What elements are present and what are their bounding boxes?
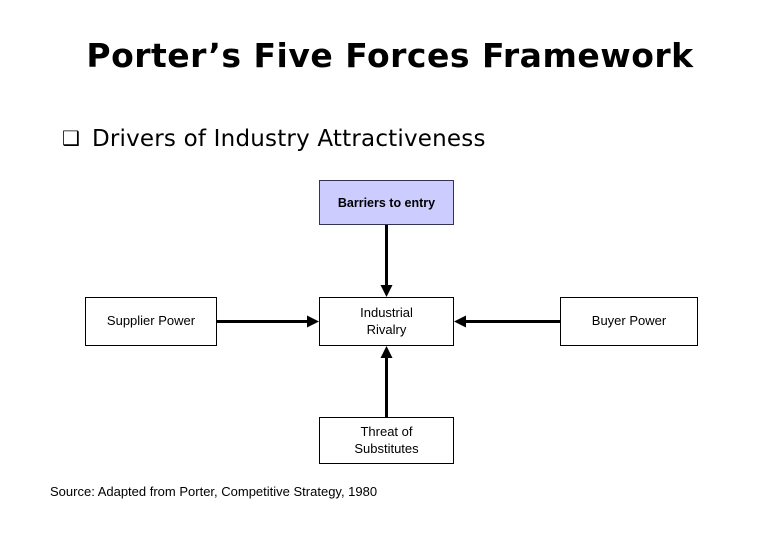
arrow-supplier-to-rivalry — [217, 315, 319, 328]
bullet-line: ❑ Drivers of Industry Attractiveness — [62, 126, 486, 152]
node-industrial-rivalry-line1: Industrial — [360, 304, 413, 320]
hollow-square-bullet-icon: ❑ — [62, 126, 80, 150]
page-title: Porter’s Five Forces Framework — [86, 36, 694, 75]
bullet-text: Drivers of Industry Attractiveness — [91, 126, 486, 152]
arrow-substitutes-to-rivalry — [380, 346, 393, 417]
source-note: Source: Adapted from Porter, Competitive… — [50, 484, 378, 499]
node-buyer-power[interactable]: Buyer Power — [560, 297, 698, 346]
node-buyer-power-label: Buyer Power — [591, 313, 667, 329]
node-threat-of-substitutes-label: Threat of Substitutes — [350, 424, 422, 457]
node-barriers-to-entry[interactable]: Barriers to entry — [319, 180, 454, 225]
node-industrial-rivalry[interactable]: Industrial Rivalry — [319, 297, 454, 346]
node-supplier-power-label: Supplier Power — [106, 313, 196, 329]
node-threat-of-substitutes[interactable]: Threat of Substitutes — [319, 417, 454, 464]
arrow-buyer-to-rivalry — [454, 315, 560, 328]
node-threat-of-substitutes-line1: Threat of — [360, 423, 413, 439]
node-supplier-power[interactable]: Supplier Power — [85, 297, 217, 346]
node-barriers-to-entry-label: Barriers to entry — [337, 195, 436, 210]
node-threat-of-substitutes-line2: Substitutes — [354, 440, 419, 456]
node-industrial-rivalry-line2: Rivalry — [366, 321, 407, 337]
node-industrial-rivalry-label: Industrial Rivalry — [356, 305, 417, 338]
arrow-barriers-to-rivalry — [380, 225, 393, 297]
